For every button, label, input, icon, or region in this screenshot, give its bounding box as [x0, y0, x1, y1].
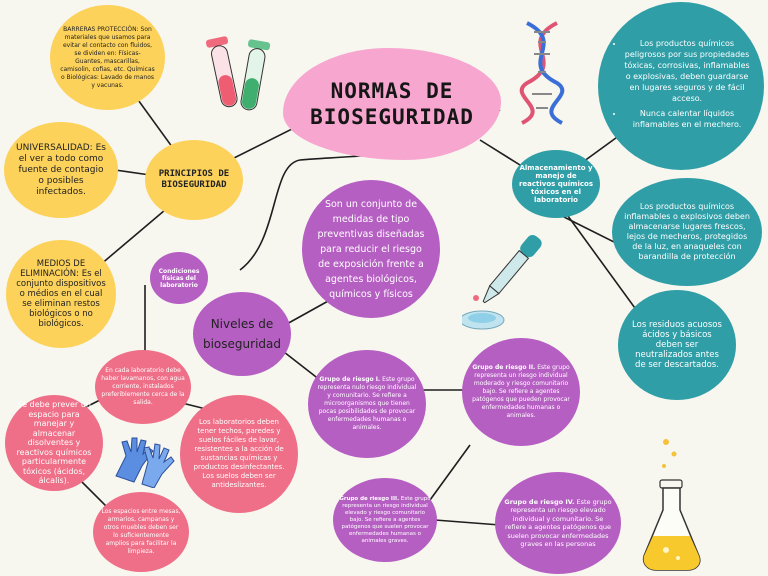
grupo-3-head: Grupo de riesgo III.: [339, 495, 400, 502]
grupo-3-body: Este grupo representa un riesgo individu…: [341, 495, 431, 544]
grupo-2-node: Grupo de riesgo II. Este grupo represent…: [462, 338, 580, 446]
grupo-2-head: Grupo de riesgo II.: [472, 364, 536, 371]
niveles-node: Niveles de bioseguridad: [193, 292, 291, 376]
almac-item2-node: Los productos químicos inflamables o exp…: [612, 178, 762, 286]
almac-item3-text: Los residuos acuosos ácidos y básicos de…: [632, 320, 722, 370]
gloves-icon: [115, 437, 175, 488]
grupo-2-body: Este grupo representa un riesgo individu…: [472, 364, 570, 419]
techos-text: Los laboratorios deben tener techos, par…: [193, 418, 285, 489]
universalidad-node: UNIVERSALIDAD: Es el ver a todo como fue…: [4, 122, 118, 218]
almac-item3-node: Los residuos acuosos ácidos y básicos de…: [618, 290, 736, 400]
title-blob: NORMAS DE BIOSEGURIDAD: [283, 48, 501, 160]
condiciones-label: Condiciones físicas del laboratorio: [158, 267, 200, 289]
almac-item1-node: Los productos químicos peligrosos por su…: [598, 2, 764, 170]
lavamanos-text: En cada laboratorio debe haber lavamanos…: [101, 367, 185, 406]
link-g2-g3: [429, 444, 471, 501]
definicion-text: Son un conjunto de medidas de tipo preve…: [317, 198, 425, 300]
espacios-text: Los espacios entre mesas, armarios, camp…: [101, 508, 181, 555]
universalidad-text: UNIVERSALIDAD: Es el ver a todo como fue…: [16, 142, 106, 197]
grupo-1-head: Grupo de riesgo I.: [319, 376, 381, 383]
link-principios-universalidad: [114, 169, 151, 176]
almac-item2-text: Los productos químicos inflamables o exp…: [624, 202, 750, 261]
dropper-icon: [462, 234, 542, 330]
grupo-1-node: Grupo de riesgo I. Este grupo representa…: [308, 350, 426, 458]
lavamanos-node: En cada laboratorio debe haber lavamanos…: [95, 350, 191, 424]
definicion-node: Son un conjunto de medidas de tipo preve…: [302, 180, 440, 318]
link-almac-item3: [559, 204, 641, 316]
page-title: NORMAS DE BIOSEGURIDAD: [310, 78, 474, 130]
link-title-principios: [229, 124, 301, 161]
almacenamiento-label: Almacenamiento y manejo de reactivos quí…: [518, 164, 593, 204]
niveles-label: Niveles de bioseguridad: [202, 317, 281, 351]
grupo-4-node: Grupo de riesgo IV. Este grupo represent…: [495, 472, 621, 574]
link-title-almacenamiento: [479, 139, 521, 166]
link-g3-g4: [434, 519, 501, 526]
test-tubes-icon: [205, 36, 271, 111]
espacios-node: Los espacios entre mesas, armarios, camp…: [93, 492, 189, 572]
title-line-2: BIOSEGURIDAD: [310, 105, 474, 129]
almac-item1-bullet-1: Los productos químicos peligrosos por su…: [624, 38, 750, 104]
almac-item1-list: Los productos químicos peligrosos por su…: [612, 38, 750, 134]
dna-icon: [519, 21, 565, 125]
principios-label: PRINCIPIOS DE BIOSEGURIDAD: [158, 169, 230, 190]
prevenir-text: Se debe prever un espacio para manejar y…: [16, 400, 92, 486]
medios-text: MEDIOS DE ELIMINACIÓN: Es el conjunto di…: [16, 259, 106, 329]
almacenamiento-node: Almacenamiento y manejo de reactivos quí…: [512, 150, 600, 218]
flask-icon: [642, 439, 701, 571]
link-niveles-definicion: [284, 299, 331, 326]
title-line-1: NORMAS DE: [330, 79, 454, 103]
grupo-4-head: Grupo de riesgo IV.: [504, 497, 575, 506]
grupo-4-body: Este grupo representa un riesgo elevado …: [504, 497, 612, 549]
grupo-1-body: Este grupo representa nulo riesgo indivi…: [317, 376, 417, 431]
almac-item1-bullet-2: Nunca calentar líquidos inflamables en e…: [624, 108, 750, 130]
techos-node: Los laboratorios deben tener techos, par…: [180, 395, 298, 513]
prevenir-node: Se debe prever un espacio para manejar y…: [5, 395, 103, 491]
barreras-node: BARRERAS PROTECCIÓN: Son materiales que …: [50, 5, 165, 110]
principios-node: PRINCIPIOS DE BIOSEGURIDAD: [145, 140, 243, 220]
medios-node: MEDIOS DE ELIMINACIÓN: Es el conjunto di…: [6, 240, 116, 348]
barreras-text: BARRERAS PROTECCIÓN: Son materiales que …: [60, 25, 155, 89]
grupo-3-node: Grupo de riesgo III. Este grupo represen…: [333, 478, 437, 562]
condiciones-node: Condiciones físicas del laboratorio: [150, 252, 208, 304]
link-principios-medios: [99, 209, 166, 266]
